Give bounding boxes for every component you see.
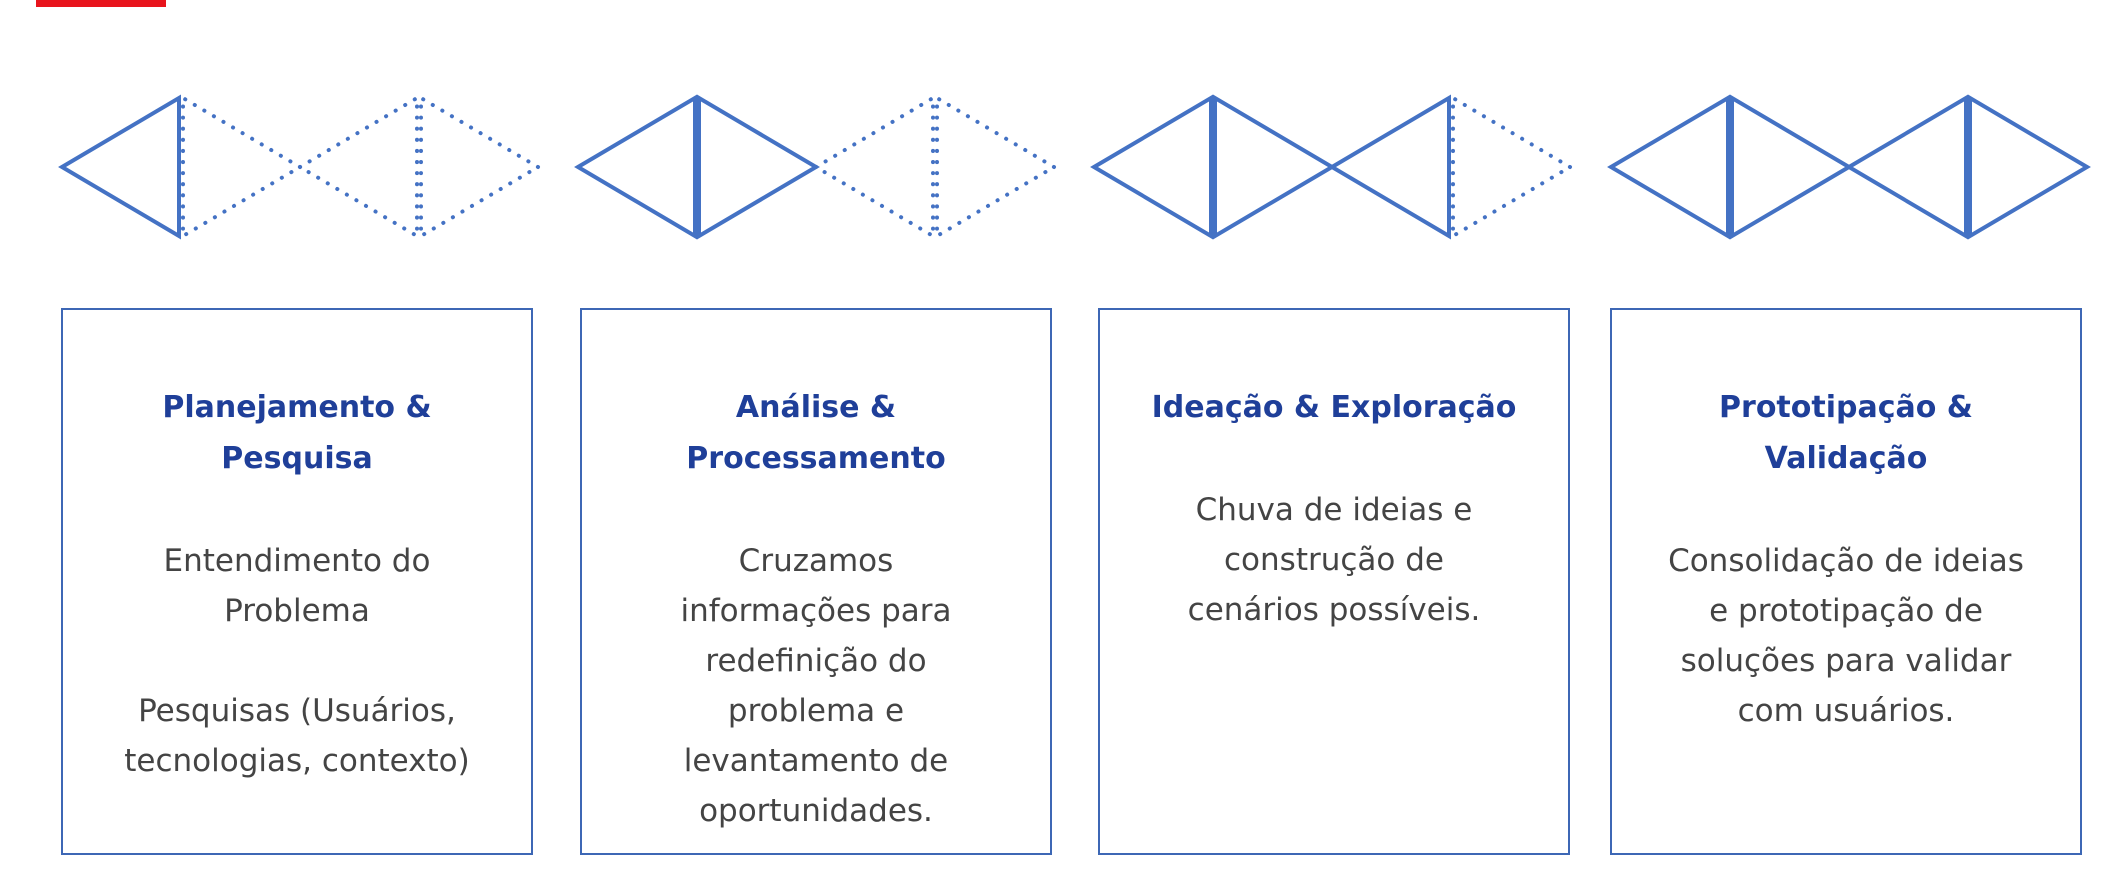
stage-card-prototyping: Prototipação & Validação Consolidação de…: [1610, 308, 2082, 855]
solid-triangle-icon: [697, 94, 820, 240]
stage-description: Cruzamos informações para redefinição do…: [680, 543, 952, 829]
stage-title: Análise & Processamento: [686, 390, 946, 476]
stage-card-ideation: Ideação & Exploração Chuva de ideias e c…: [1098, 308, 1570, 855]
solid-triangle-icon: [1730, 94, 1853, 240]
stage-description: Chuva de ideias e construção de cenários…: [1187, 492, 1481, 628]
stage-card-analysis: Análise & Processamento Cruzamos informa…: [580, 308, 1052, 855]
double-diamond-progress-icons: [58, 94, 2091, 240]
solid-triangle-icon: [58, 94, 181, 240]
solid-triangle-icon: [1845, 94, 1968, 240]
dotted-triangle-icon: [296, 94, 419, 240]
brand-accent-bar: [36, 0, 166, 7]
stage-title: Ideação & Exploração: [1151, 390, 1517, 425]
double-diamond-icon: [1090, 94, 1574, 240]
stage-description: Consolidação de ideias e prototipação de…: [1668, 543, 2024, 729]
stage-title: Planejamento & Pesquisa: [162, 390, 432, 476]
double-diamond-icon: [574, 94, 1058, 240]
solid-triangle-icon: [1607, 94, 1730, 240]
stage-card-planning: Planejamento & Pesquisa Entendimento do …: [61, 308, 533, 855]
stage-description: Entendimento do Problema Pesquisas (Usuá…: [124, 543, 470, 779]
dotted-triangle-icon: [1451, 94, 1574, 240]
double-diamond-icon: [1607, 94, 2091, 240]
solid-triangle-icon: [1213, 94, 1336, 240]
dotted-triangle-icon: [181, 94, 304, 240]
solid-triangle-icon: [1328, 94, 1451, 240]
solid-triangle-icon: [574, 94, 697, 240]
dotted-triangle-icon: [812, 94, 935, 240]
dotted-triangle-icon: [419, 94, 542, 240]
dotted-triangle-icon: [935, 94, 1058, 240]
stage-title: Prototipação & Validação: [1719, 390, 1973, 476]
solid-triangle-icon: [1090, 94, 1213, 240]
double-diamond-icon: [58, 94, 542, 240]
solid-triangle-icon: [1968, 94, 2091, 240]
